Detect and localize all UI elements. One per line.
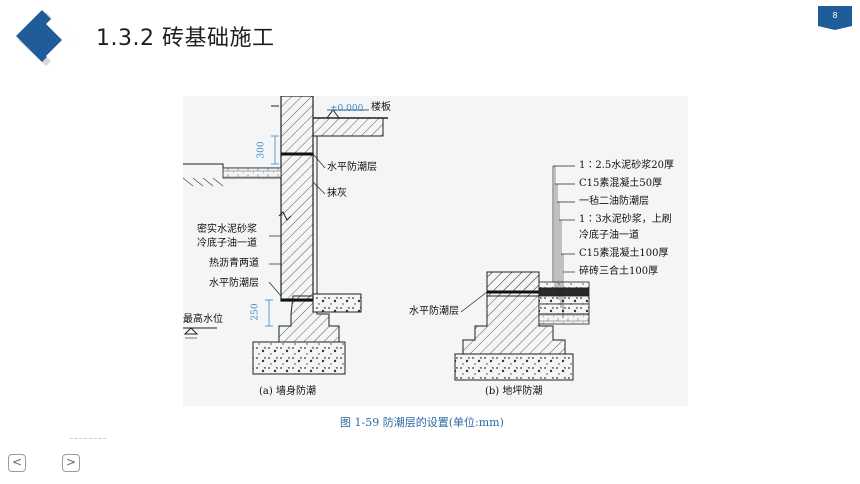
chevron-left-icon: <: [11, 455, 23, 469]
floor-dpc-label: 水平防潮层: [409, 306, 459, 317]
lower-floor-slab: [312, 293, 362, 313]
logo-diamond-icon: [16, 10, 74, 66]
floor-slab-label: 楼板: [371, 102, 391, 113]
caption-b: (b) 地坪防潮: [485, 386, 543, 397]
elevation-label: ±0.000: [330, 104, 364, 114]
floor-footing: [454, 353, 574, 381]
layer-5-label: C15素混凝土100厚: [579, 248, 669, 259]
figure-drawing: [183, 96, 590, 381]
next-button[interactable]: >: [62, 454, 80, 472]
max-water-label: 最高水位: [183, 314, 223, 325]
prev-button[interactable]: <: [8, 454, 26, 472]
page-title: 1.3.2 砖基础施工: [96, 26, 275, 51]
page-number-badge: 8: [818, 6, 852, 30]
layer-4b-label: 冷底子油一道: [579, 230, 639, 241]
dim-300-label: 300: [256, 141, 267, 159]
mortar-label-1: 密实水泥砂浆: [197, 224, 257, 235]
figure-caption: 图 1-59 防潮层的设置(单位:mm): [340, 416, 504, 429]
plaster-label: 抹灰: [327, 188, 347, 199]
layer-3-label: 一毡二油防潮层: [579, 196, 649, 207]
dpc-upper-label: 水平防潮层: [327, 162, 377, 173]
dim-250-label: 250: [250, 303, 261, 321]
dpc-lower-label: 水平防潮层: [209, 278, 259, 289]
floor-slab: [312, 117, 384, 137]
layer-1-label: 1∶2.5水泥砂浆20厚: [579, 160, 674, 171]
layer-6-label: 碎砖三合土100厚: [579, 266, 659, 277]
layer-2-label: C15素混凝土50厚: [579, 178, 663, 189]
chevron-right-icon: >: [65, 455, 77, 469]
wall-body: [280, 96, 314, 302]
damp-proof-figure: ±0.000 楼板 300 水平防潮层 抹灰 密实水泥砂浆 冷底子油一道 热沥青…: [183, 96, 688, 406]
wall-footing: [252, 341, 346, 375]
page-number: 8: [832, 11, 838, 20]
asphalt-label: 热沥青两道: [209, 258, 259, 269]
divider: [70, 438, 106, 439]
caption-a: (a) 墙身防潮: [259, 386, 316, 397]
mortar-label-2: 冷底子油一道: [197, 238, 257, 249]
layer-4-label: 1∶3水泥砂浆，上刷: [579, 214, 672, 225]
